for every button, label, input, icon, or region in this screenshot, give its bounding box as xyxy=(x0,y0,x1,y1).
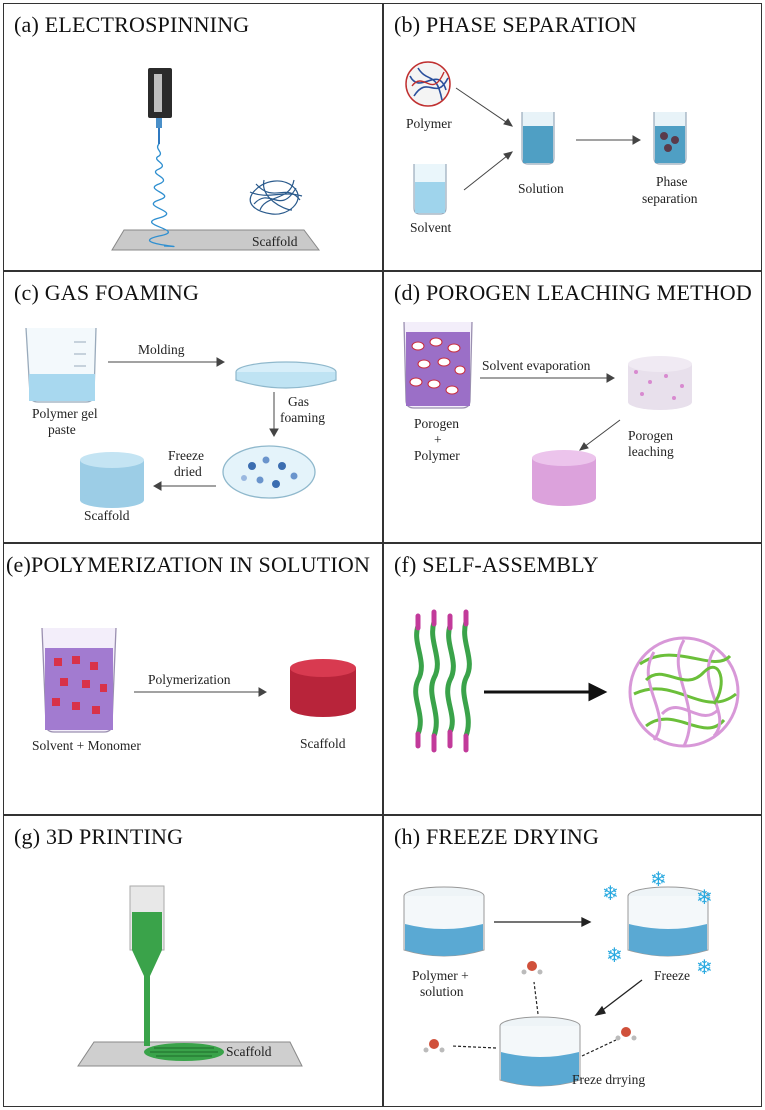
polymer-ball-icon xyxy=(405,61,451,107)
polymer-label: Polymer + xyxy=(412,968,469,983)
self-assembled-sphere-icon xyxy=(628,636,740,748)
panel-title: (c) GAS FOAMING xyxy=(14,280,200,305)
panel-title: (f) SELF-ASSEMBLY xyxy=(394,552,599,577)
panel-gas-foaming: (c) GAS FOAMING xyxy=(3,271,383,543)
paste-label: paste xyxy=(48,422,76,437)
panel-title: (g) 3D PRINTING xyxy=(14,824,184,849)
3d-printing-illustration xyxy=(77,885,303,1067)
molding-label: Molding xyxy=(138,342,185,357)
porogen-leaching-label: Porogen xyxy=(628,428,673,443)
printed-scaffold-icon xyxy=(144,1043,224,1061)
panel-title: (a) ELECTROSPINNING xyxy=(14,12,250,37)
syringe-icon xyxy=(148,68,172,144)
panel-phase-separation: (b) PHASE SEPARATION xyxy=(383,3,762,271)
frozen-container-icon xyxy=(627,886,709,957)
panel-electrospinning: (a) ELECTROSPINNING Scaffold xyxy=(3,3,383,271)
dotted-arrows xyxy=(451,981,617,1057)
polymer-gel-label: Polymer gel xyxy=(32,406,98,421)
solvent-monomer-label: Solvent + Monomer xyxy=(32,738,141,753)
dried-label: dried xyxy=(174,464,202,479)
panel-title: (d) POROGEN LEACHING METHOD xyxy=(394,280,752,305)
leaching-label: leaching xyxy=(628,444,674,459)
peptide-strands-icon xyxy=(413,609,472,753)
scaffold-label: Scaffold xyxy=(300,736,346,751)
self-assembly-illustration xyxy=(413,609,740,753)
foaming-label: foaming xyxy=(280,410,325,425)
svg-text:❄: ❄ xyxy=(602,881,619,905)
gas-foaming-illustration xyxy=(25,327,337,508)
separation-label: separation xyxy=(642,191,698,206)
gas-label: Gas xyxy=(288,394,309,409)
freeze-drying-illustration: ❄ ❄ ❄ ❄ ❄ xyxy=(403,867,713,1087)
solvent-beaker-icon xyxy=(413,164,447,215)
arrows xyxy=(494,916,643,1017)
arrow xyxy=(484,682,608,702)
panel-title: (h) FREEZE DRYING xyxy=(394,824,600,849)
panel-freeze-drying: (h) FREEZE DRYING ❄ ❄ ❄ ❄ ❄ xyxy=(383,815,762,1107)
arrows xyxy=(480,373,621,451)
beaker-icon xyxy=(403,321,473,409)
petri-dish-foam-icon xyxy=(222,445,316,499)
phase-label: Phase xyxy=(656,174,688,189)
scaffold-label: Scaffold xyxy=(252,234,298,249)
polymerization-label: Polymerization xyxy=(148,672,231,687)
solution-label: solution xyxy=(420,984,464,999)
solution-beaker-icon xyxy=(521,112,555,165)
svg-text:❄: ❄ xyxy=(650,867,667,891)
scaffold-cylinder-icon xyxy=(80,452,144,508)
porogen-leaching-illustration xyxy=(403,321,692,506)
beaker-icon xyxy=(25,327,97,403)
porous-block-icon xyxy=(628,356,692,410)
drying-container-icon xyxy=(499,1016,581,1087)
freeze-label: Freeze xyxy=(654,968,690,983)
polymerization-illustration xyxy=(41,627,356,733)
panel-3d-printing: (g) 3D PRINTING Scaffold xyxy=(3,815,383,1107)
scaffold-label: Scaffold xyxy=(84,508,130,523)
solution-label: Solution xyxy=(518,181,564,196)
arrows xyxy=(455,87,642,191)
polymer-label: Polymer xyxy=(414,448,460,463)
solvent-label: Solvent xyxy=(410,220,452,235)
arrow xyxy=(134,687,268,697)
fiber-spiral xyxy=(149,143,175,248)
freeze-drying-label: Freze drrying xyxy=(572,1072,646,1087)
panel-title: (b) PHASE SEPARATION xyxy=(394,12,637,37)
phase-separation-beaker-icon xyxy=(653,112,687,165)
electrospinning-illustration xyxy=(111,68,320,251)
svg-text:❄: ❄ xyxy=(696,885,713,909)
porogen-label: Porogen xyxy=(414,416,459,431)
scaffold-cylinder-icon xyxy=(290,659,356,717)
freeze-label: Freeze xyxy=(168,448,204,463)
scaffold-fiber-mesh-icon xyxy=(249,179,303,215)
petri-dish-top-icon xyxy=(235,361,337,389)
scaffold-label: Scaffold xyxy=(226,1044,272,1059)
nozzle-icon xyxy=(129,885,165,1046)
svg-text:❄: ❄ xyxy=(606,943,623,967)
polymer-label: Polymer xyxy=(406,116,452,131)
phase-separation-illustration xyxy=(405,61,687,215)
svg-text:❄: ❄ xyxy=(696,955,713,979)
panel-polymerization: (e)POLYMERIZATION IN SOLUTION Polymeriza… xyxy=(3,543,383,815)
plus-label: + xyxy=(434,432,442,447)
arrows xyxy=(108,357,279,491)
scaffold-cylinder-icon xyxy=(532,450,596,506)
panel-self-assembly: (f) SELF-ASSEMBLY xyxy=(383,543,762,815)
panel-porogen-leaching: (d) POROGEN LEACHING METHOD xyxy=(383,271,762,543)
panel-title: (e)POLYMERIZATION IN SOLUTION xyxy=(6,552,371,577)
snowflake-icon: ❄ ❄ ❄ ❄ ❄ xyxy=(602,867,713,979)
container-icon xyxy=(403,886,485,957)
beaker-icon xyxy=(41,627,117,733)
solvent-evaporation-label: Solvent evaporation xyxy=(482,358,591,373)
water-molecule-icon xyxy=(423,961,637,1053)
